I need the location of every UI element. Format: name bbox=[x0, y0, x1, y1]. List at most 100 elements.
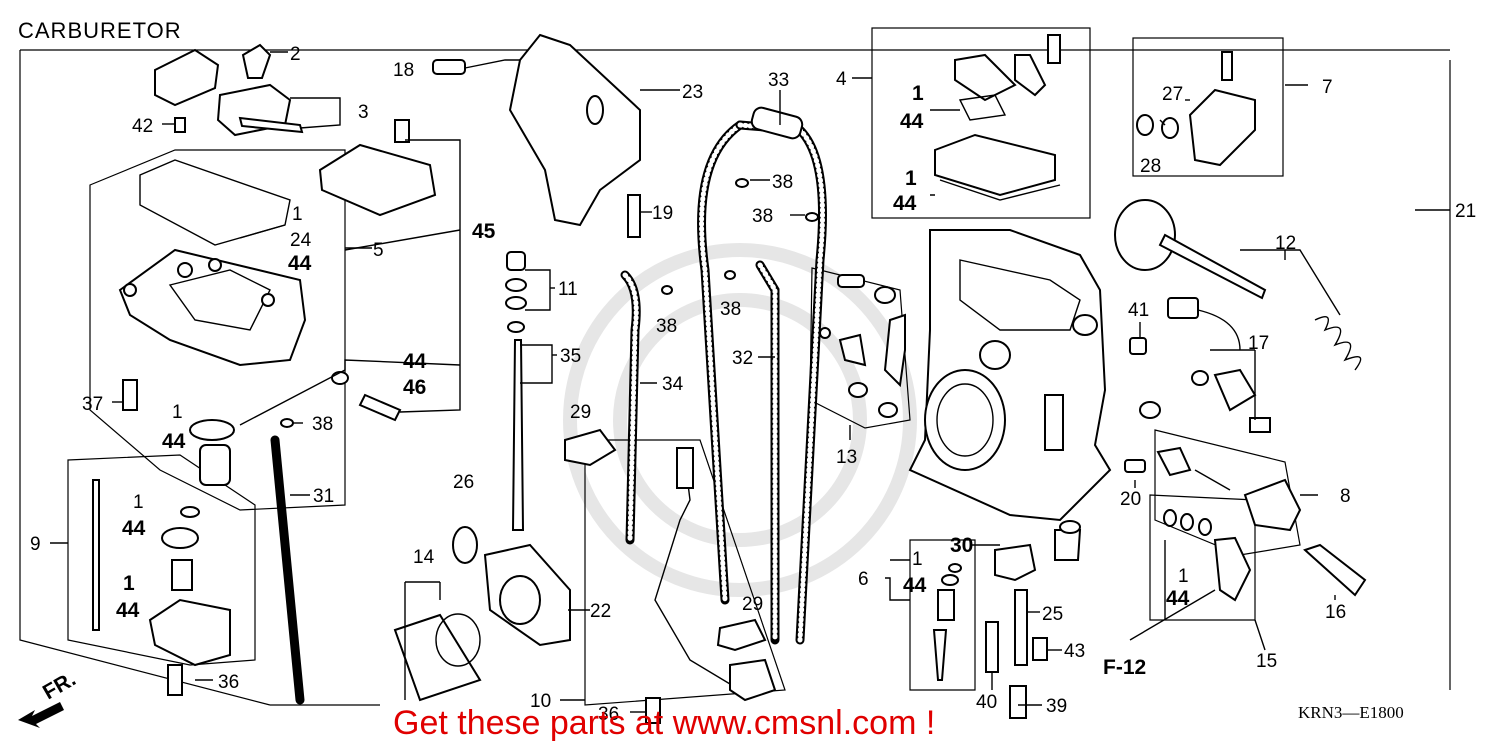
part-20-screw[interactable] bbox=[1124, 459, 1146, 473]
callout-40[interactable]: 40 bbox=[976, 692, 997, 713]
callout-20[interactable]: 20 bbox=[1120, 489, 1141, 510]
callout-34[interactable]: 34 bbox=[662, 374, 684, 395]
callout-5[interactable]: 5 bbox=[373, 240, 384, 261]
part-8-hot-start[interactable] bbox=[1156, 446, 1302, 532]
part-41-nut[interactable] bbox=[1129, 337, 1147, 355]
part-34-hose[interactable] bbox=[620, 270, 641, 545]
part-9-rod[interactable] bbox=[92, 479, 100, 631]
callout-44i[interactable]: 44 bbox=[1166, 587, 1190, 610]
part-33-hose[interactable] bbox=[697, 106, 827, 645]
callout-17[interactable]: 17 bbox=[1248, 333, 1269, 354]
part-25-jet[interactable] bbox=[1014, 520, 1082, 666]
callout-22[interactable]: 22 bbox=[590, 601, 611, 622]
callout-24[interactable]: 24 bbox=[290, 230, 312, 251]
part-4-top-cover[interactable] bbox=[934, 34, 1061, 201]
callout-2[interactable]: 2 bbox=[290, 44, 301, 65]
callout-44h[interactable]: 44 bbox=[903, 574, 927, 597]
part-18-screw[interactable] bbox=[432, 59, 466, 75]
part-31-tube[interactable] bbox=[270, 435, 305, 705]
callout-1h[interactable]: 1 bbox=[1178, 566, 1189, 587]
callout-27[interactable]: 27 bbox=[1162, 84, 1183, 105]
callout-41[interactable]: 41 bbox=[1128, 300, 1149, 321]
callout-44d[interactable]: 44 bbox=[122, 517, 146, 540]
part-10-cable[interactable] bbox=[654, 447, 777, 702]
callout-1f[interactable]: 1 bbox=[905, 167, 917, 190]
promo-link[interactable]: Get these parts at www.cmsnl.com ! bbox=[393, 704, 936, 742]
callout-38d[interactable]: 38 bbox=[752, 206, 773, 227]
callout-1b[interactable]: 1 bbox=[172, 402, 183, 423]
part-35-needle[interactable] bbox=[511, 339, 525, 531]
part-2-cap[interactable] bbox=[241, 43, 272, 79]
callout-31[interactable]: 31 bbox=[313, 486, 334, 507]
return-spring[interactable] bbox=[1314, 316, 1362, 371]
part-45-plate[interactable] bbox=[318, 119, 437, 217]
callout-43[interactable]: 43 bbox=[1064, 641, 1085, 662]
callout-18[interactable]: 18 bbox=[393, 60, 414, 81]
callout-44a[interactable]: 44 bbox=[288, 252, 312, 275]
callout-10[interactable]: 10 bbox=[530, 691, 551, 712]
callout-25[interactable]: 25 bbox=[1042, 604, 1063, 625]
callout-21[interactable]: 21 bbox=[1455, 201, 1476, 222]
part-46-screw[interactable] bbox=[331, 371, 402, 422]
part-29-plate[interactable] bbox=[564, 428, 617, 467]
callout-44e[interactable]: 44 bbox=[116, 599, 140, 622]
callout-23[interactable]: 23 bbox=[682, 82, 703, 103]
callout-42[interactable]: 42 bbox=[132, 116, 153, 137]
callout-38a[interactable]: 38 bbox=[312, 414, 333, 435]
callout-12[interactable]: 12 bbox=[1275, 233, 1296, 254]
callout-19[interactable]: 19 bbox=[652, 203, 673, 224]
callout-33[interactable]: 33 bbox=[768, 70, 789, 91]
callout-36b[interactable]: 36 bbox=[598, 704, 619, 725]
callout-7[interactable]: 7 bbox=[1322, 77, 1333, 98]
callout-38b[interactable]: 38 bbox=[656, 316, 677, 337]
callout-6[interactable]: 6 bbox=[858, 569, 869, 590]
callout-44c[interactable]: 44 bbox=[403, 350, 427, 373]
callout-38e[interactable]: 38 bbox=[720, 299, 741, 320]
callout-26[interactable]: 26 bbox=[453, 472, 474, 493]
part-38-clips[interactable] bbox=[280, 178, 819, 428]
callout-13[interactable]: 13 bbox=[836, 447, 857, 468]
part-37-bolt[interactable] bbox=[122, 379, 138, 411]
part-6-needle-valve[interactable] bbox=[932, 563, 962, 681]
callout-37[interactable]: 37 bbox=[82, 394, 103, 415]
callout-38c[interactable]: 38 bbox=[772, 172, 793, 193]
part-7-throttle-drum[interactable] bbox=[1136, 51, 1256, 167]
part-32-hose[interactable] bbox=[755, 260, 780, 645]
callout-1d[interactable]: 1 bbox=[123, 572, 135, 595]
callout-39[interactable]: 39 bbox=[1046, 696, 1067, 717]
callout-8[interactable]: 8 bbox=[1340, 486, 1351, 507]
part-43-jet[interactable] bbox=[1032, 637, 1048, 661]
callout-1a[interactable]: 1 bbox=[292, 204, 303, 225]
callout-35[interactable]: 35 bbox=[560, 346, 581, 367]
part-26-bearing[interactable] bbox=[452, 526, 478, 564]
callout-1g[interactable]: 1 bbox=[912, 549, 923, 570]
callout-3[interactable]: 3 bbox=[358, 102, 369, 123]
callout-45[interactable]: 45 bbox=[472, 220, 496, 243]
part-39-jet[interactable] bbox=[1009, 685, 1027, 719]
jet-assembly[interactable] bbox=[148, 506, 231, 696]
callout-4[interactable]: 4 bbox=[836, 69, 847, 90]
callout-29a[interactable]: 29 bbox=[570, 402, 591, 423]
part-3-cover[interactable] bbox=[154, 48, 304, 137]
part-29b-plate[interactable] bbox=[716, 618, 767, 652]
callout-f12[interactable]: F-12 bbox=[1103, 656, 1146, 679]
callout-9[interactable]: 9 bbox=[30, 534, 41, 555]
callout-28[interactable]: 28 bbox=[1140, 156, 1161, 177]
callout-11[interactable]: 11 bbox=[558, 279, 578, 300]
callout-46[interactable]: 46 bbox=[403, 376, 426, 399]
part-22-housing[interactable] bbox=[483, 543, 571, 647]
part-36-bolt[interactable] bbox=[645, 697, 661, 724]
callout-15[interactable]: 15 bbox=[1256, 651, 1277, 672]
part-19-screw[interactable] bbox=[627, 194, 641, 238]
callout-44b[interactable]: 44 bbox=[162, 430, 186, 453]
part-23-cover[interactable] bbox=[508, 33, 641, 227]
part-15-valve[interactable] bbox=[1163, 509, 1252, 602]
part-16-sensor[interactable] bbox=[1303, 543, 1367, 597]
callout-30[interactable]: 30 bbox=[950, 534, 973, 557]
callout-14[interactable]: 14 bbox=[413, 547, 435, 568]
callout-1c[interactable]: 1 bbox=[133, 492, 144, 513]
part-14-gasket[interactable] bbox=[393, 613, 482, 702]
callout-44g[interactable]: 44 bbox=[893, 192, 917, 215]
callout-44f[interactable]: 44 bbox=[900, 110, 924, 133]
part-17-sensor[interactable] bbox=[1139, 297, 1271, 433]
